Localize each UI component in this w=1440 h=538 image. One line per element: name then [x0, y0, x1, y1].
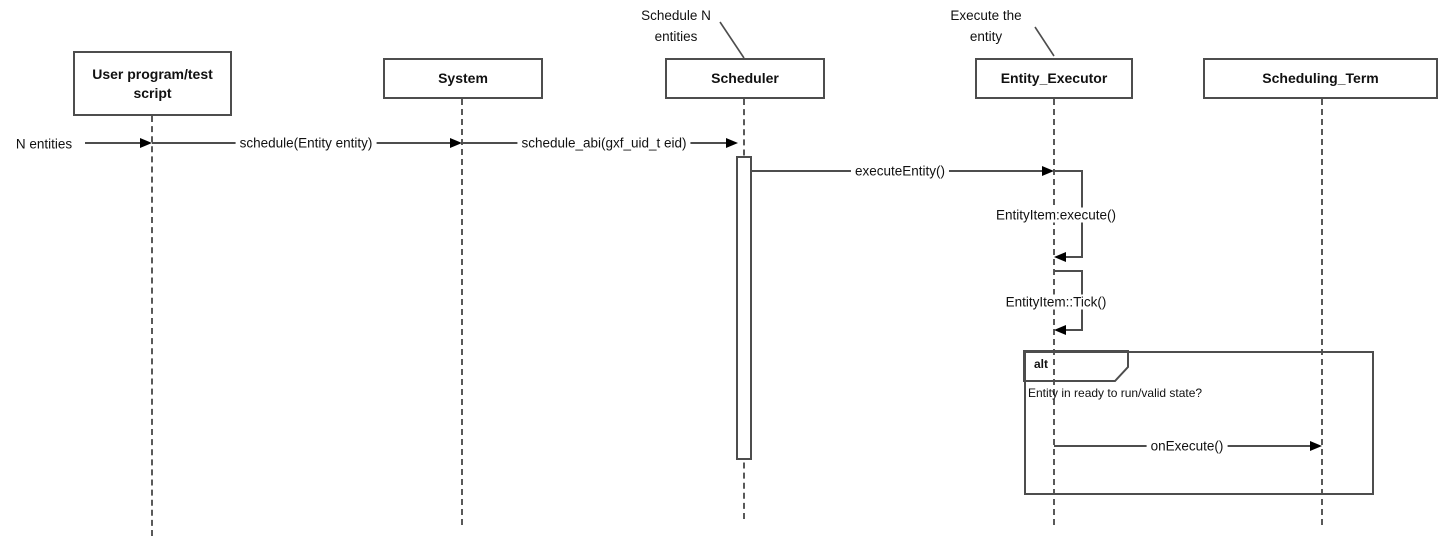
arrowhead-left-icon: [1054, 325, 1066, 335]
arrowhead-right-icon: [450, 138, 462, 148]
self-message-top-line: [1054, 270, 1083, 272]
alt-operator-label: alt: [1034, 357, 1049, 371]
activation-bar-scheduler: [736, 156, 752, 460]
participant-box-scheduling-term: Scheduling_Term: [1203, 58, 1438, 99]
message-line-n-entities: [85, 142, 143, 144]
participant-box-entity-executor: Entity_Executor: [975, 58, 1133, 99]
lifeline-system: [461, 99, 463, 525]
alt-fragment: [1024, 351, 1374, 495]
message-label-on-execute: onExecute(): [1146, 438, 1228, 454]
note-execute-the-entity: Execute the entity: [950, 8, 1022, 44]
participant-box-user-program: User program/test script: [73, 51, 232, 116]
arrowhead-right-icon: [1042, 166, 1054, 176]
arrowhead-right-icon: [726, 138, 738, 148]
message-label-schedule: schedule(Entity entity): [235, 135, 377, 151]
lifeline-entity-executor: [1053, 99, 1055, 525]
arrowhead-right-icon: [1310, 441, 1322, 451]
self-message-top-line: [1054, 170, 1083, 172]
message-label-schedule-abi: schedule_abi(gxf_uid_t eid): [517, 135, 691, 151]
note-leader-line: [1034, 26, 1055, 57]
participant-box-scheduler: Scheduler: [665, 58, 825, 99]
message-label-entityitem-execute: EntityItem:execute(): [991, 207, 1121, 223]
self-message-return-line: [1064, 256, 1083, 258]
arrowhead-right-icon: [140, 138, 152, 148]
self-message-return-line: [1064, 329, 1083, 331]
message-label-execute-entity: executeEntity(): [850, 163, 950, 179]
lifeline-scheduling-term: [1321, 99, 1323, 525]
message-label-entityitem-tick: EntityItem::Tick(): [1001, 294, 1111, 310]
note-leader-line: [719, 21, 745, 59]
alt-fragment-tab: [1023, 350, 1129, 382]
alt-guard-label: Entity in ready to run/valid state?: [1028, 386, 1203, 400]
note-schedule-n-entities: Schedule N entities: [641, 8, 711, 44]
arrowhead-left-icon: [1054, 252, 1066, 262]
message-label-n-entities: N entities: [11, 136, 77, 152]
participant-box-system: System: [383, 58, 543, 99]
lifeline-user-program: [151, 116, 153, 536]
